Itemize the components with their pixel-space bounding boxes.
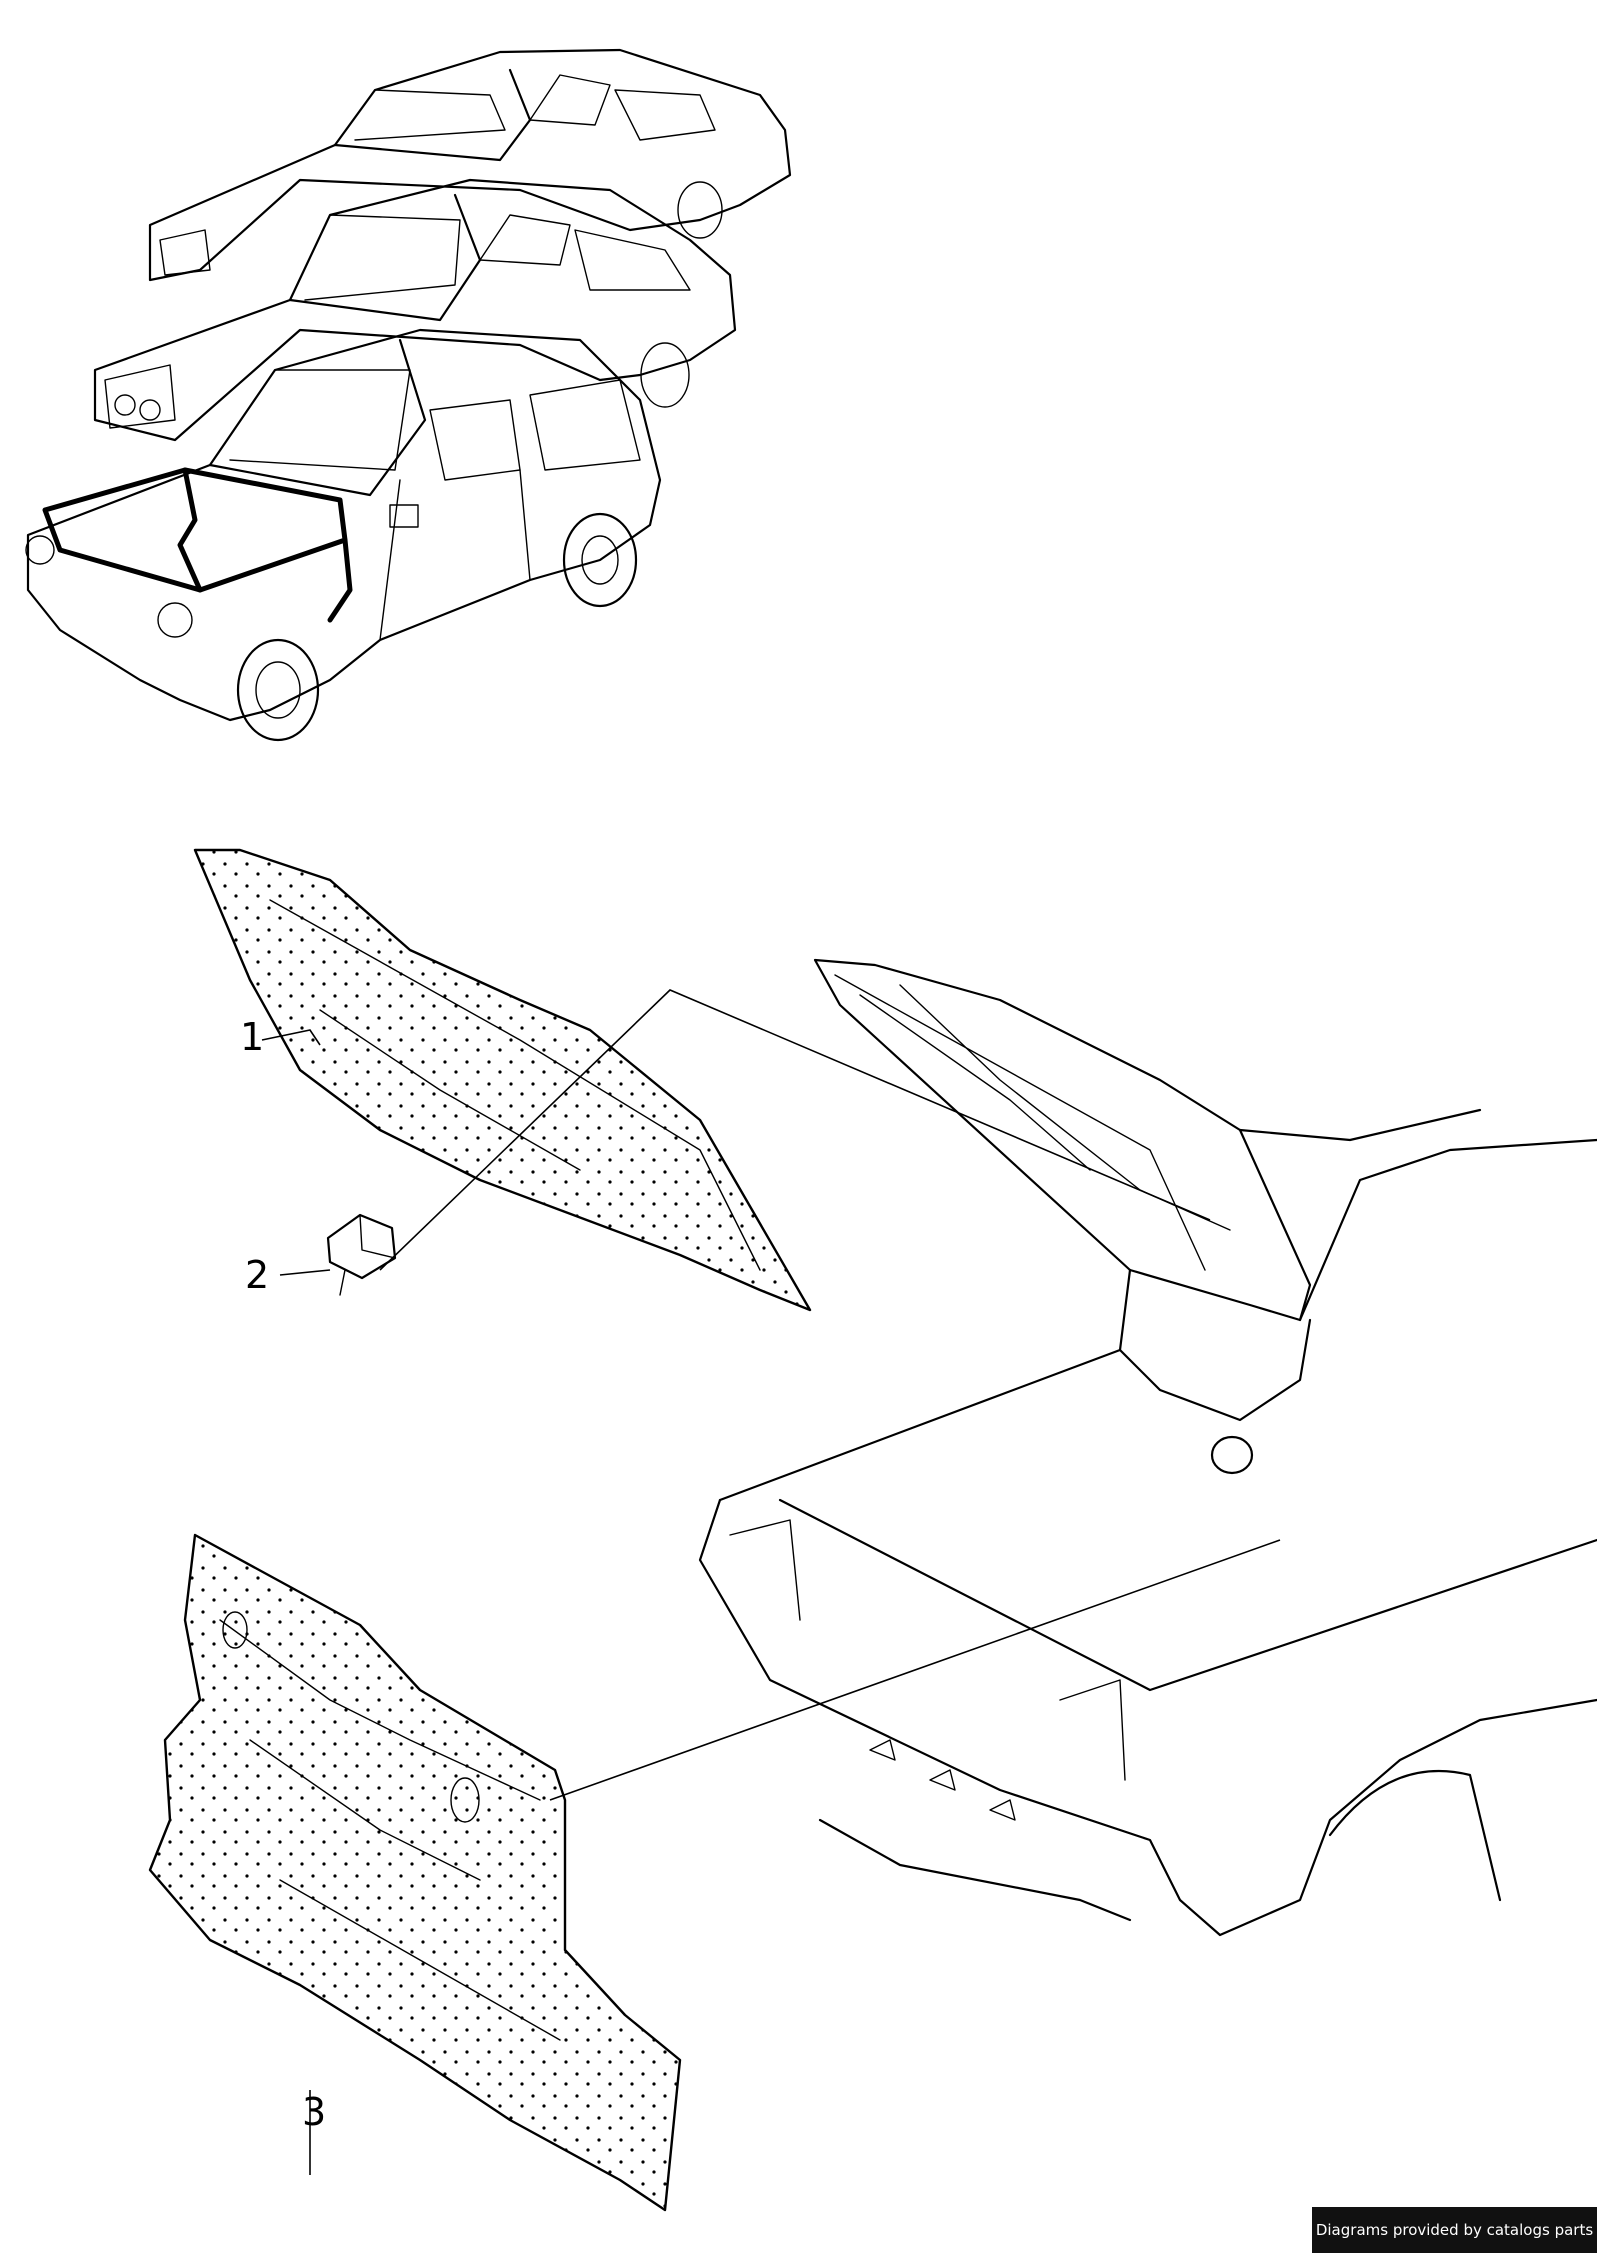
hood-insulation-pad	[193, 848, 812, 1312]
bulkhead-insulation-pad	[148, 1533, 682, 2212]
callout-3: 3	[302, 2090, 326, 2134]
callout-2: 2	[245, 1253, 269, 1297]
clip	[326, 1213, 397, 1296]
vehicle-variant-hatchback	[93, 178, 737, 442]
credit-footer: Diagrams provided by catalogs parts	[1312, 2207, 1597, 2253]
vehicle-variant-sedan	[148, 48, 792, 282]
leader-lines	[261, 989, 1281, 2175]
callout-1: 1	[240, 1015, 264, 1059]
vehicle-variant-highlighted	[25, 328, 662, 742]
vehicle-front-open-hood	[698, 958, 1597, 1937]
